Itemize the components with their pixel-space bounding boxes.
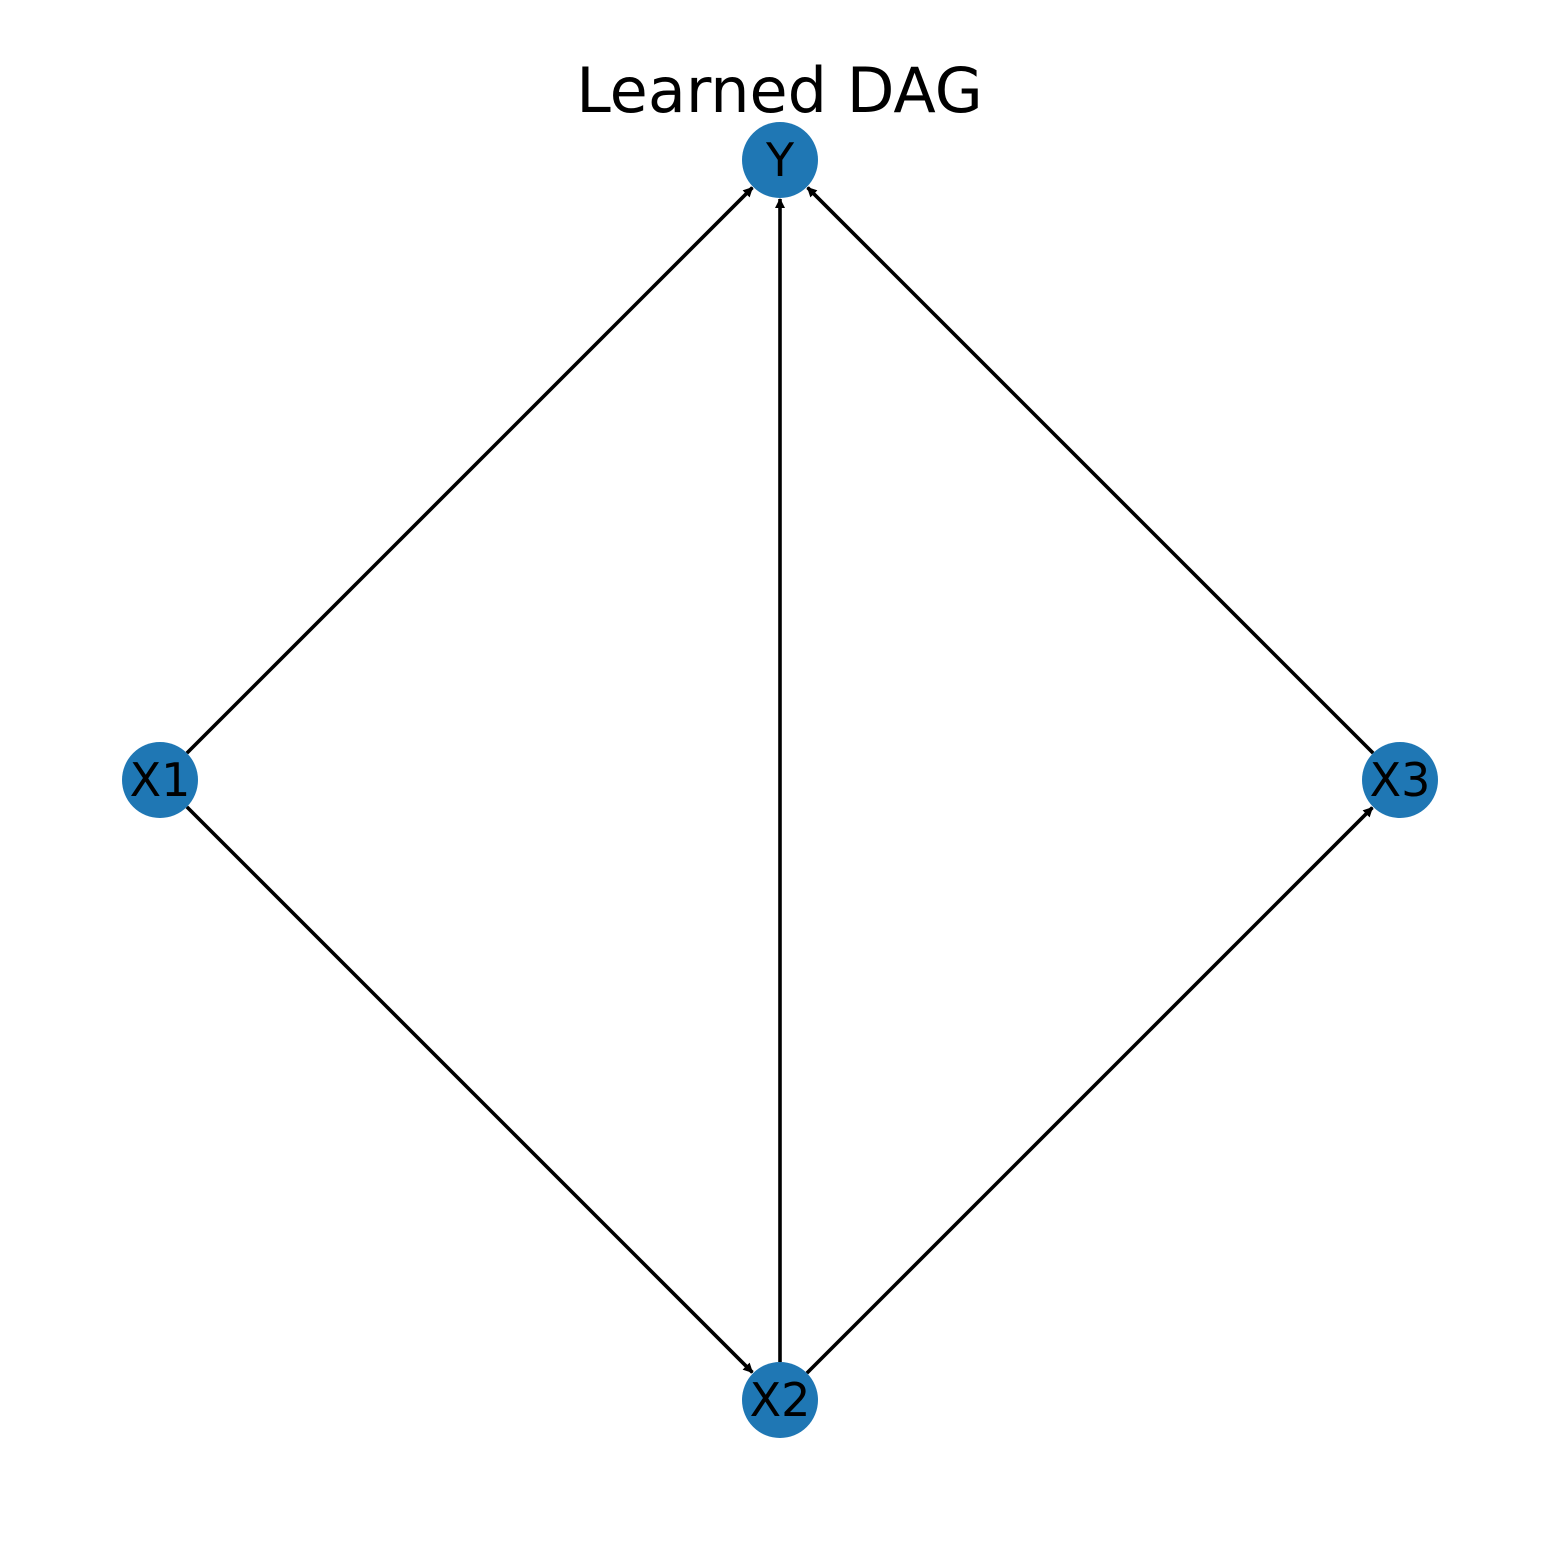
edge-x2-to-x3 [805,806,1374,1375]
edge-x1-to-x2 [185,805,754,1374]
node-x1: X1 [122,742,198,818]
node-label: X1 [130,753,191,807]
edges-layer [185,186,1375,1375]
node-x2: X2 [742,1362,818,1438]
edge-x1-to-y [185,186,754,755]
node-circle [122,742,198,818]
node-y: Y [742,122,818,198]
node-label: X2 [750,1373,811,1427]
edge-x3-to-y [806,186,1375,755]
node-circle [742,122,818,198]
node-circle [742,1362,818,1438]
node-label: Y [765,133,795,187]
node-label: X3 [1370,753,1431,807]
node-x3: X3 [1362,742,1438,818]
node-circle [1362,742,1438,818]
diagram-title: Learned DAG [576,54,983,127]
